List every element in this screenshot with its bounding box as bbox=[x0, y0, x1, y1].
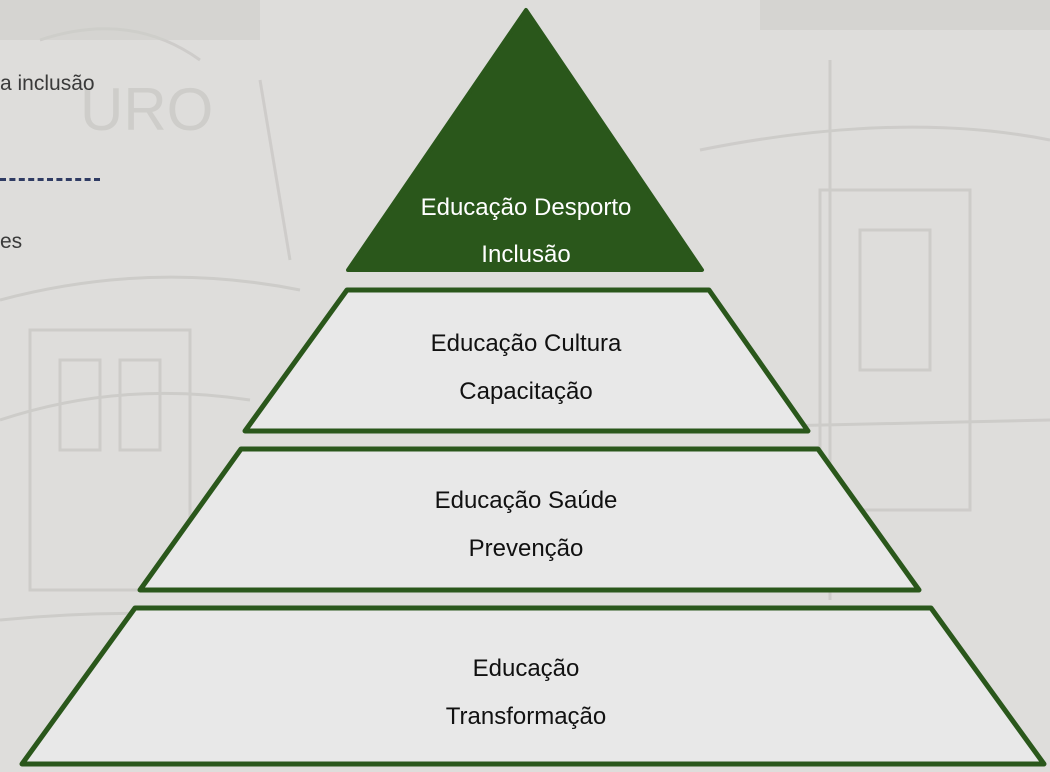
dashed-divider bbox=[0, 178, 100, 181]
pyramid-tier-1-label-line2: Inclusão bbox=[481, 241, 570, 268]
pyramid-tier-1-shape bbox=[346, 8, 704, 272]
pyramid-tier-4-shape bbox=[19, 605, 1047, 767]
left-partial-text-1: a inclusão bbox=[0, 72, 95, 95]
pyramid-tier-1-label-line1: Educação Desporto bbox=[421, 194, 632, 221]
pyramid-tier-3-label-line1: Educação Saúde bbox=[435, 487, 618, 514]
svg-text:URO: URO bbox=[80, 76, 213, 143]
pyramid-tier-3-shape bbox=[137, 446, 922, 593]
pyramid-tier-4-label-line2: Transformação bbox=[446, 703, 607, 730]
pyramid-tier-3-label-line2: Prevenção bbox=[469, 535, 584, 562]
pyramid-tier-4-label-line1: Educação bbox=[473, 655, 580, 682]
pyramid-tier-2-label-line1: Educação Cultura bbox=[431, 330, 622, 357]
left-partial-text-2: es bbox=[0, 230, 23, 253]
pyramid-tier-2-shape bbox=[242, 287, 811, 434]
pyramid-tier-2-label-line2: Capacitação bbox=[459, 378, 592, 405]
